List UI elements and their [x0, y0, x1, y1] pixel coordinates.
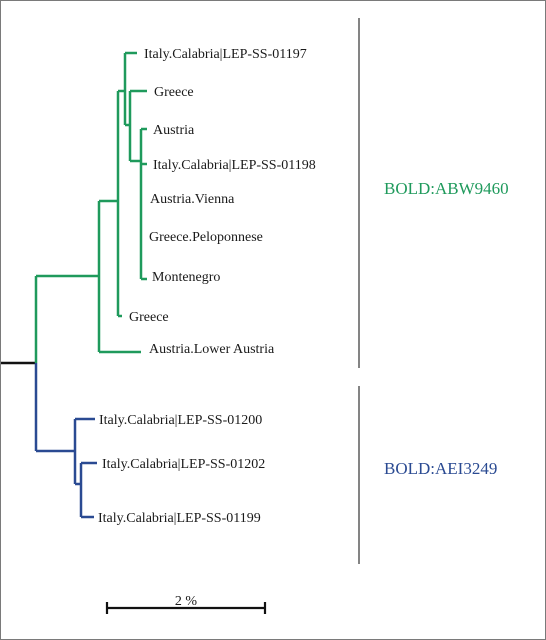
leaf-label: Italy.Calabria|LEP-SS-01198 — [153, 158, 316, 173]
leaf-label: Italy.Calabria|LEP-SS-01197 — [144, 47, 307, 62]
clade-aei3249-branches — [36, 417, 97, 519]
leaf-label: Italy.Calabria|LEP-SS-01200 — [99, 413, 262, 428]
clade-name-abw9460: BOLD:ABW9460 — [384, 179, 509, 198]
leaf-label: Greece.Peloponnese — [149, 230, 263, 245]
leaf-label: Greece — [129, 310, 169, 325]
clade-name-aei3249: BOLD:AEI3249 — [384, 459, 497, 478]
leaf-label: Italy.Calabria|LEP-SS-01202 — [102, 457, 265, 472]
leaf-label: Austria.Lower Austria — [149, 342, 275, 357]
leaf-label: Greece — [154, 85, 194, 100]
leaf-label: Austria.Vienna — [150, 192, 235, 207]
scale-bar — [105, 602, 267, 614]
leaf-label: Italy.Calabria|LEP-SS-01199 — [98, 511, 261, 526]
leaf-label: Austria — [153, 123, 195, 138]
scale-bar-label: 2 % — [175, 594, 198, 609]
clade-abw9460-branches — [36, 51, 147, 354]
leaf-label: Montenegro — [152, 270, 220, 285]
